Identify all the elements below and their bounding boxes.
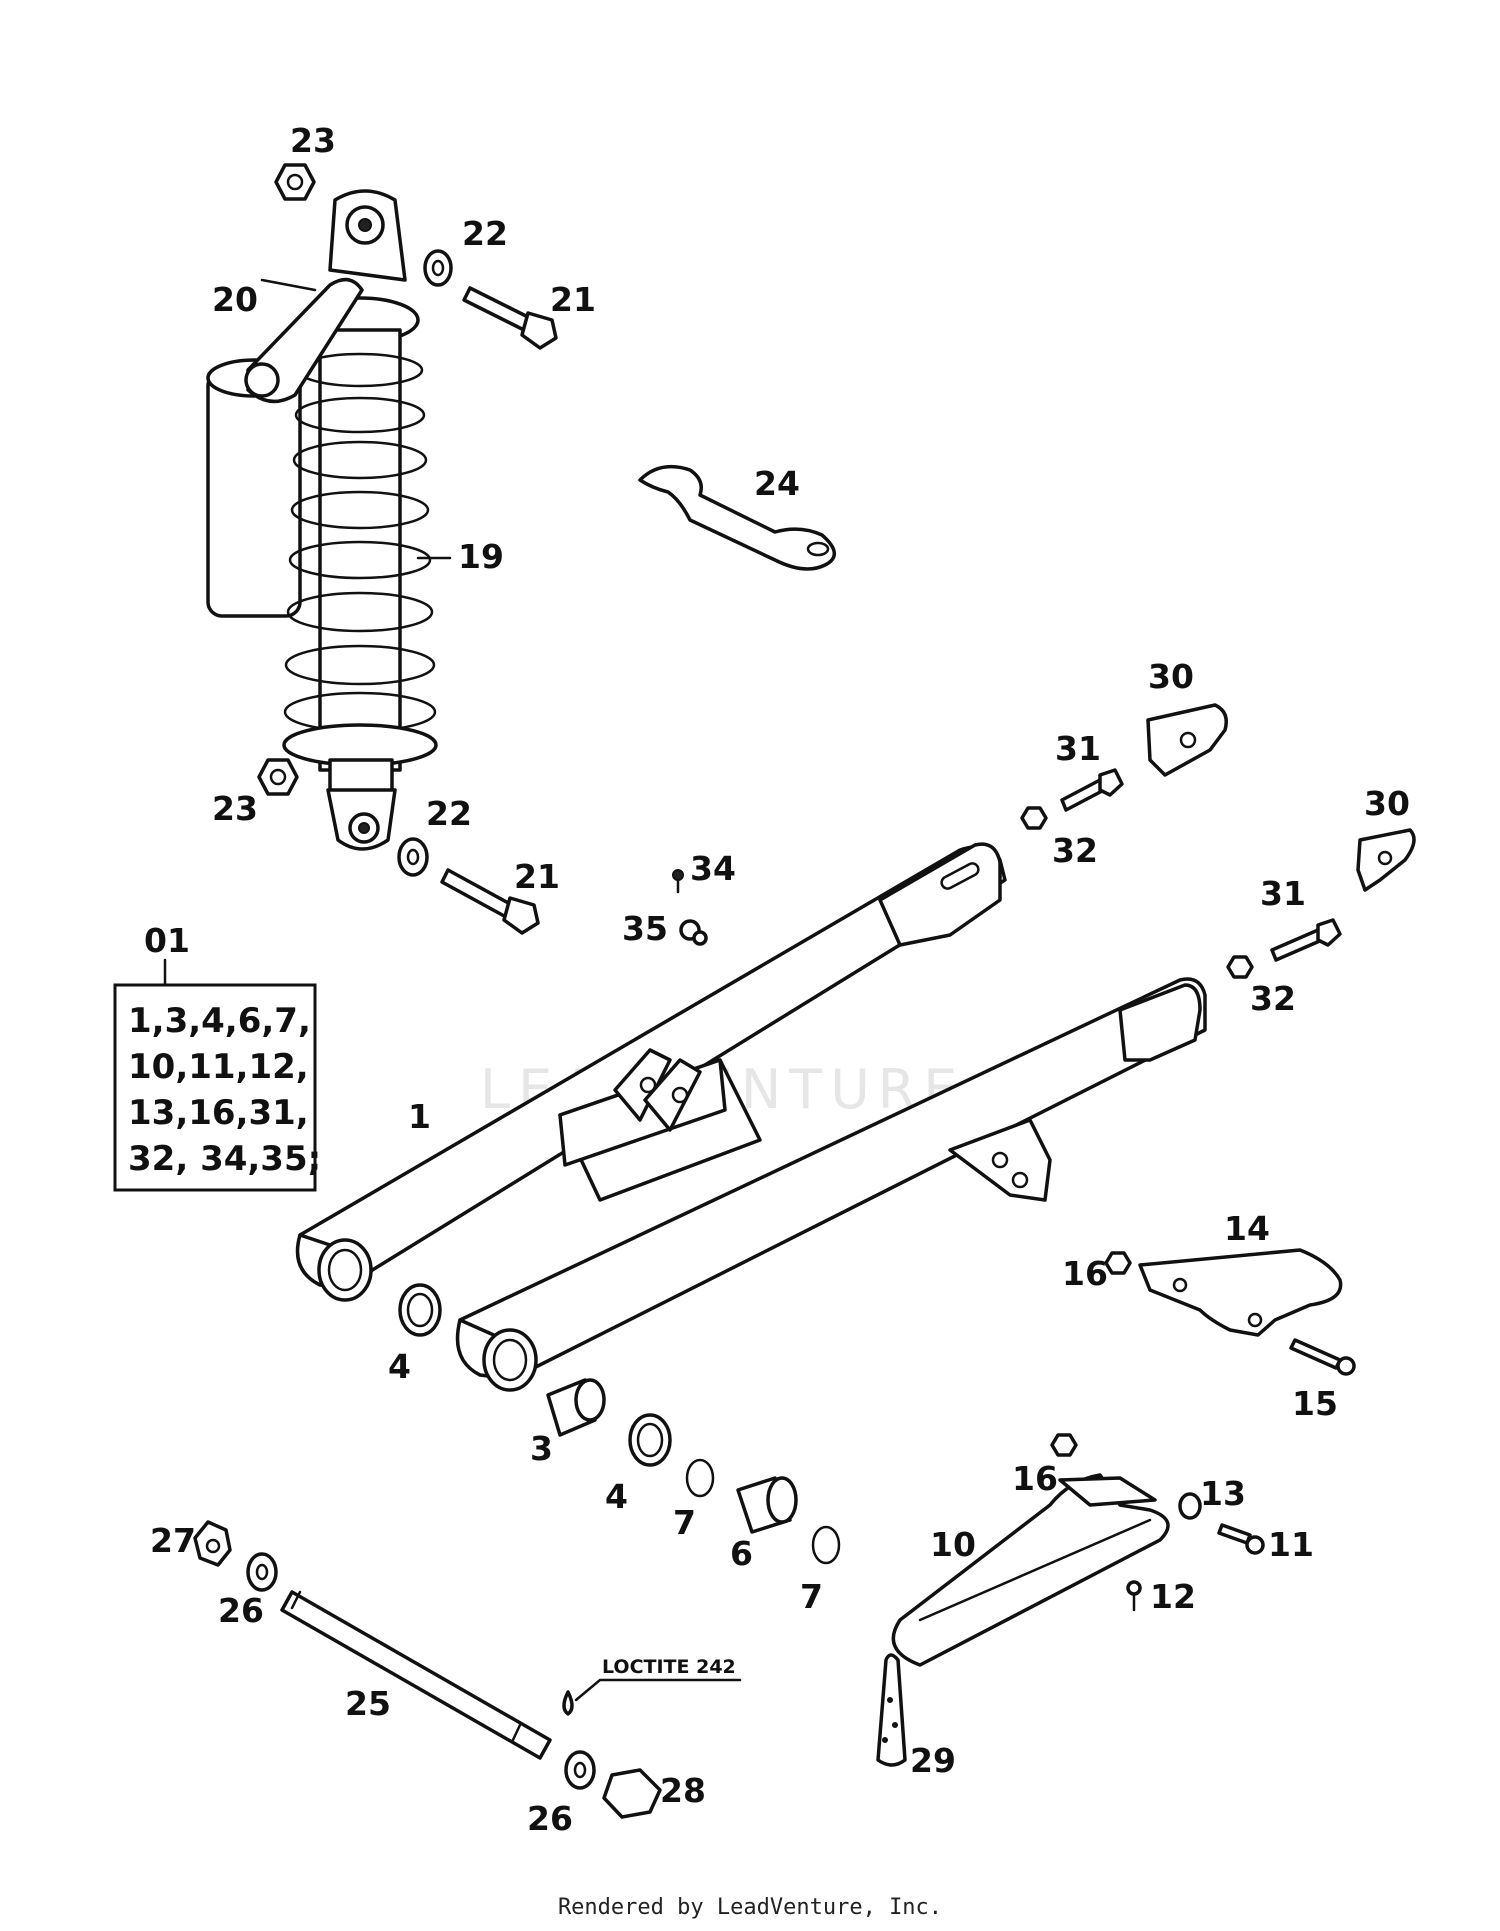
callout-12: 12 [1150, 1577, 1196, 1616]
callout-31: 31 [1260, 874, 1306, 913]
callout-3: 3 [530, 1429, 553, 1468]
nut-16-lower [1050, 1433, 1078, 1457]
bushing-4-upper [398, 1283, 442, 1337]
callout-14: 14 [1224, 1209, 1270, 1248]
pivot-shaft-25 [280, 1590, 552, 1760]
kit-box-01 [113, 958, 317, 1192]
callout-34: 34 [690, 849, 736, 888]
callout-35: 35 [622, 909, 668, 948]
callout-28: 28 [660, 1771, 706, 1810]
callout-32: 32 [1250, 979, 1296, 1018]
screw-34 [672, 869, 684, 894]
callout-1: 1 [408, 1097, 431, 1136]
callout-21: 21 [550, 280, 596, 319]
nut-16-upper [1104, 1251, 1132, 1275]
nut-23-bottom [257, 758, 299, 796]
washer-26-left [246, 1552, 278, 1592]
chain-slider-10 [891, 1473, 1170, 1667]
bolt-21-top [462, 286, 558, 350]
washer-26-right [564, 1750, 596, 1790]
kit-line-3: 13,16,31, [128, 1093, 309, 1133]
nut-23-top [274, 163, 316, 201]
kit-line-2: 10,11,12, [128, 1047, 309, 1087]
bushing-4-lower [628, 1413, 672, 1467]
callout-24: 24 [754, 464, 800, 503]
loctite-note: LOCTITE 242 [602, 1656, 736, 1678]
callout-4: 4 [605, 1477, 628, 1516]
washer-22-bottom [397, 837, 429, 877]
callout-11: 11 [1268, 1525, 1314, 1564]
callout-30: 30 [1148, 657, 1194, 696]
callout-7: 7 [800, 1577, 823, 1616]
shock-absorber-19 [206, 189, 438, 851]
reservoir-link-20 [244, 277, 364, 404]
chain-adjuster-30-right [1356, 828, 1416, 892]
callout-30: 30 [1364, 784, 1410, 823]
washer-13 [1178, 1492, 1202, 1520]
washer-22-top [423, 249, 453, 287]
leader-lines [260, 278, 452, 560]
callout-23: 23 [212, 789, 258, 828]
callout-20: 20 [212, 280, 258, 319]
callout-31: 31 [1055, 729, 1101, 768]
kit-line-4: 32, 34,35; [128, 1139, 321, 1179]
chain-guide-14 [1138, 1248, 1343, 1337]
callout-27: 27 [150, 1521, 196, 1560]
chain-adjuster-30-left [1146, 703, 1228, 777]
nut-32-right [1226, 955, 1254, 979]
rivet-12 [1126, 1580, 1142, 1612]
chain-protector-29 [876, 1653, 907, 1767]
footer-credit: Rendered by LeadVenture, Inc. [557, 1895, 943, 1920]
callout-23: 23 [290, 121, 336, 160]
callout-16: 16 [1062, 1254, 1108, 1293]
callout-15: 15 [1292, 1384, 1338, 1423]
kit-number: 01 [144, 921, 190, 960]
kit-line-1: 1,3,4,6,7, [128, 1001, 311, 1041]
o-ring-7-a [685, 1458, 715, 1498]
bolt-21-bottom [440, 868, 540, 935]
callout-16: 16 [1012, 1459, 1058, 1498]
callout-22: 22 [462, 214, 508, 253]
o-ring-7-b [811, 1525, 841, 1565]
screw-15 [1289, 1338, 1356, 1376]
nut-27 [193, 1520, 232, 1567]
callout-22: 22 [426, 794, 472, 833]
callout-32: 32 [1052, 831, 1098, 870]
adjuster-bolt-31-left [1060, 768, 1124, 812]
callout-29: 29 [910, 1741, 956, 1780]
adjuster-bolt-31-right [1270, 918, 1342, 962]
callout-26: 26 [218, 1591, 264, 1630]
nut-28 [602, 1768, 662, 1819]
nut-32-left [1020, 806, 1048, 830]
needle-bearing-3 [546, 1378, 606, 1437]
callout-4: 4 [388, 1347, 411, 1386]
spacer-sleeve-6 [736, 1476, 798, 1534]
callout-10: 10 [930, 1525, 976, 1564]
callout-7: 7 [673, 1503, 696, 1542]
screw-11 [1217, 1523, 1265, 1555]
grease-nipple-35 [679, 919, 708, 946]
callout-26: 26 [527, 1799, 573, 1838]
callout-25: 25 [345, 1684, 391, 1723]
callout-13: 13 [1200, 1474, 1246, 1513]
callout-19: 19 [458, 537, 504, 576]
loctite-drop [562, 1678, 742, 1716]
spanner-wrench-24 [638, 464, 836, 571]
callout-21: 21 [514, 857, 560, 896]
callout-6: 6 [730, 1534, 753, 1573]
swingarm-1 [295, 842, 1207, 1392]
